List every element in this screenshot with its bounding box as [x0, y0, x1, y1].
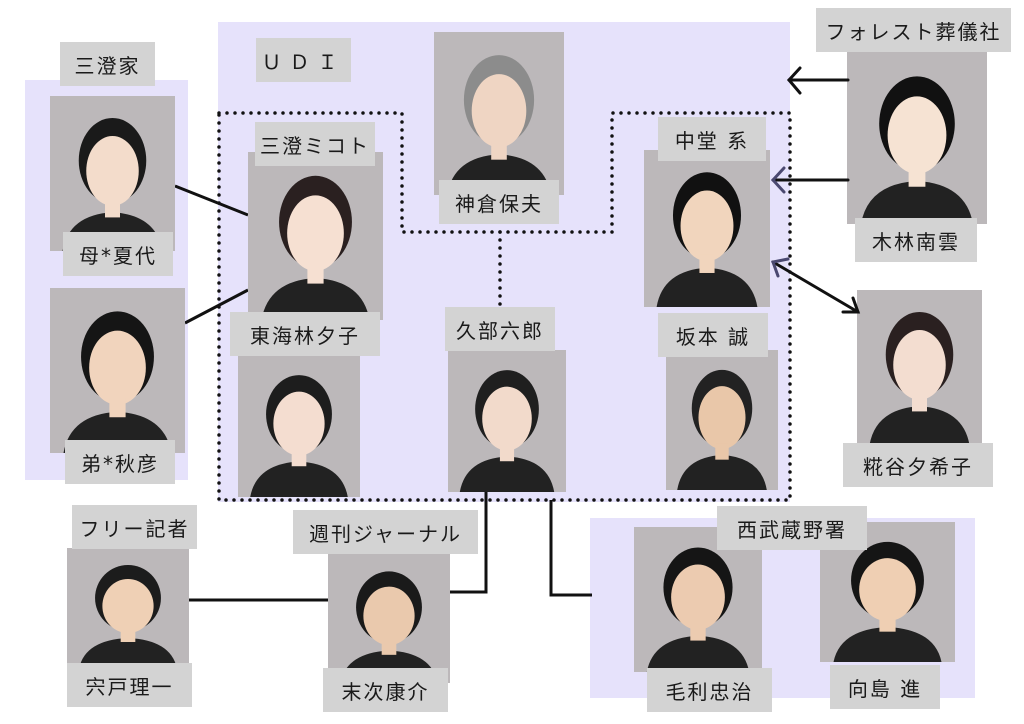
name-sakamoto: 坂本 誠: [658, 313, 768, 357]
line-suetsugu-kube: [450, 492, 488, 594]
photo-shishido: [67, 548, 189, 668]
portrait-image: [248, 152, 383, 320]
name-natsuyo: 母*夏代: [63, 232, 173, 276]
photo-nakado: [644, 150, 770, 307]
line-natsuyo-mikoto: [174, 184, 249, 217]
portrait-image: [50, 96, 175, 251]
portrait-image: [644, 150, 770, 307]
group-label-forest-funeral: フォレスト葬儀社: [816, 8, 1011, 52]
photo-natsuyo: [50, 96, 175, 251]
portrait-image: [634, 527, 762, 672]
portrait-image: [857, 290, 982, 445]
name-kamikura: 神倉保夫: [439, 180, 559, 224]
photo-sakamoto: [666, 350, 778, 490]
group-label-weekly-journal: 週刊ジャーナル: [293, 510, 478, 554]
portrait-image: [328, 553, 450, 683]
portrait-image: [238, 355, 360, 497]
photo-kibayashi: [847, 52, 987, 224]
photo-kube: [448, 350, 566, 492]
group-label-police: 西武蔵野署: [717, 506, 867, 550]
photo-mouri: [634, 527, 762, 672]
name-kibayashi: 木林南雲: [855, 218, 977, 262]
group-label-misumi-family: 三澄家: [60, 42, 155, 86]
photo-kojiya: [857, 290, 982, 445]
portrait-image: [847, 52, 987, 224]
group-label-udi: ＵＤＩ: [256, 38, 351, 82]
name-akihiko: 弟*秋彦: [65, 440, 175, 484]
name-shoji: 東海林夕子: [230, 312, 380, 356]
name-kube: 久部六郎: [445, 307, 555, 351]
portrait-image: [67, 548, 189, 668]
name-mouri: 毛利忠治: [647, 668, 772, 712]
photo-shoji: [238, 355, 360, 497]
line-kube-police: [549, 500, 592, 597]
name-mikoto: 三澄ミコト: [255, 122, 375, 166]
photo-akihiko: [50, 288, 185, 453]
group-label-freelance: フリー記者: [72, 505, 197, 549]
portrait-image: [666, 350, 778, 490]
name-nakado: 中堂 系: [658, 117, 766, 161]
portrait-image: [434, 32, 564, 195]
name-kojiya: 糀谷夕希子: [843, 443, 993, 487]
photo-mikoto: [248, 152, 383, 320]
name-shishido: 宍戸理一: [67, 663, 192, 707]
name-suetsugu: 末次康介: [323, 668, 448, 712]
line-akihiko-mikoto: [184, 288, 249, 325]
photo-kamikura: [434, 32, 564, 195]
portrait-image: [50, 288, 185, 453]
name-mukoujima: 向島 進: [830, 665, 940, 709]
udi-dotted-boundary: [217, 111, 792, 502]
photo-suetsugu: [328, 553, 450, 683]
portrait-image: [448, 350, 566, 492]
